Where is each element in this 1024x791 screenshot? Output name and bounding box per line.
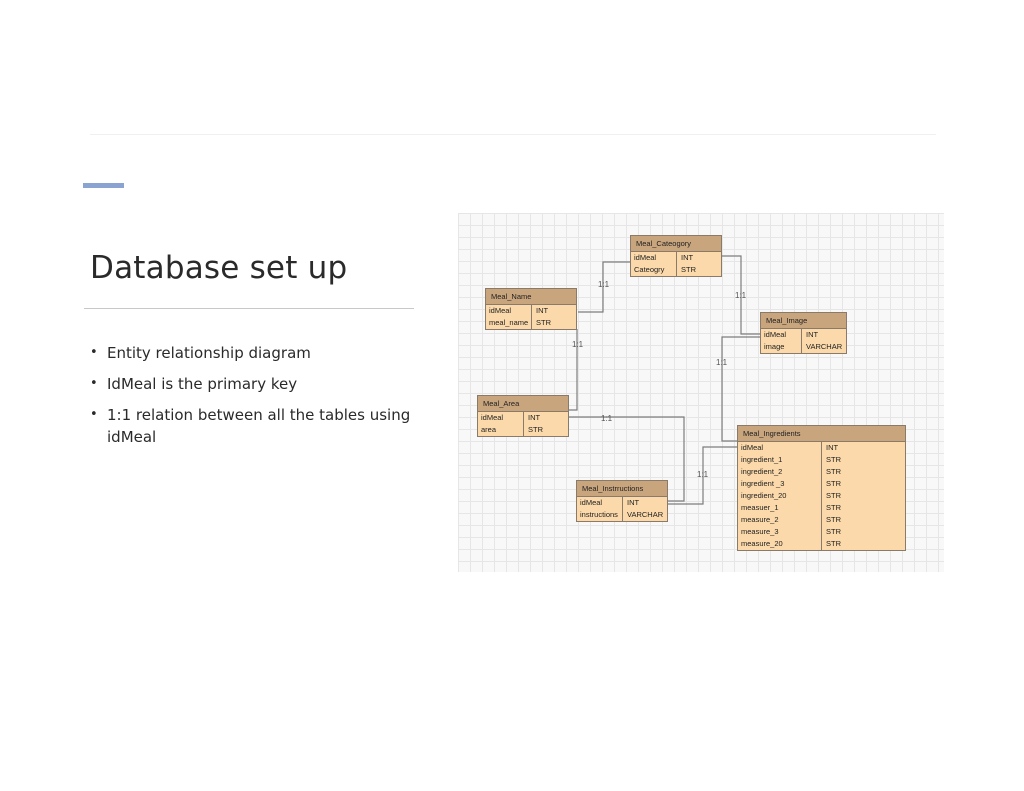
field-type: STR [826,515,841,524]
field-type: INT [528,413,541,422]
field-type: INT [826,443,839,452]
entity-meal-image: Meal_Image idMeal INT image VARCHAR [760,312,847,354]
entity-row: idMeal INT [631,252,721,264]
entity-row: idMeal INT [478,412,568,424]
field-name: Cateogry [631,264,677,276]
entity-meal-name: Meal_Name idMeal INT meal_name STR [485,288,577,330]
field-type: STR [528,425,543,434]
entity-row: ingredient _3 STR [738,478,905,490]
field-type: STR [826,527,841,536]
field-type: STR [681,265,696,274]
field-type: STR [826,539,841,548]
entity-row: area STR [478,424,568,436]
field-type: STR [536,318,551,327]
field-name: ingredient_20 [738,490,822,502]
relation-line-image-ingredients [721,336,761,442]
bullet-dot: • [90,407,98,422]
entity-row: ingredient_20 STR [738,490,905,502]
relation-label: 1:1 [697,470,709,479]
relation-line-instructions-ingredients [668,446,737,505]
entity-row: ingredient_1 STR [738,454,905,466]
relation-label: 1:1 [716,358,728,367]
field-type: STR [826,491,841,500]
field-type: STR [826,503,841,512]
entity-header: Meal_Instrructions [577,481,667,497]
top-divider [90,134,936,135]
field-name: measuer_1 [738,502,822,514]
relation-label: 1:1 [572,340,584,349]
field-name: ingredient_2 [738,466,822,478]
entity-row: ingredient_2 STR [738,466,905,478]
relation-label: 1:1 [601,414,613,423]
entity-row: Cateogry STR [631,264,721,276]
field-name: ingredient _3 [738,478,822,490]
field-type: VARCHAR [806,342,843,351]
field-type: VARCHAR [627,510,664,519]
bullet-item: • Entity relationship diagram [90,342,420,364]
bullet-dot: • [90,345,98,360]
bullet-text: IdMeal is the primary key [107,375,298,393]
field-name: instructions [577,509,623,521]
field-name: ingredient_1 [738,454,822,466]
entity-header: Meal_Ingredients [738,426,905,442]
relation-line-name-area [569,329,578,411]
field-name: measure_2 [738,514,822,526]
entity-row: image VARCHAR [761,341,846,353]
relation-line-category-image [722,255,761,335]
field-name: idMeal [486,305,532,317]
bullet-text: Entity relationship diagram [107,344,311,362]
field-type: STR [826,467,841,476]
entity-header: Meal_Image [761,313,846,329]
field-name: idMeal [738,442,822,454]
entity-row: meal_name STR [486,317,576,329]
entity-row: measure_3 STR [738,526,905,538]
relation-lines [569,255,761,505]
entity-meal-area: Meal_Area idMeal INT area STR [477,395,569,437]
entity-meal-instrructions: Meal_Instrructions idMeal INT instruction… [576,480,668,522]
field-name: idMeal [761,329,802,341]
entity-row: idMeal INT [577,497,667,509]
entity-row: measure_20 STR [738,538,905,550]
entity-row: idMeal INT [738,442,905,454]
entity-header: Meal_Cateogory [631,236,721,252]
field-name: idMeal [577,497,623,509]
bullet-text: 1:1 relation between all the tables usin… [107,406,411,446]
entity-header: Meal_Name [486,289,576,305]
field-name: idMeal [631,252,677,264]
entity-header: Meal_Area [478,396,568,412]
relation-label: 1:1 [735,291,747,300]
field-name: measure_3 [738,526,822,538]
relation-line-area-instructions [569,416,685,502]
field-name: image [761,341,802,353]
field-name: measure_20 [738,538,822,550]
accent-bar [83,183,124,188]
bullet-dot: • [90,376,98,391]
entity-row: idMeal INT [761,329,846,341]
field-type: STR [826,479,841,488]
field-name: area [478,424,524,436]
bullet-item: • 1:1 relation between all the tables usi… [90,404,420,448]
entity-row: instructions VARCHAR [577,509,667,521]
er-diagram: 1:1 1:1 1:1 1:1 1:1 1:1 Meal_Cateogory i… [458,213,944,572]
entity-meal-cateogory: Meal_Cateogory idMeal INT Cateogry STR [630,235,722,277]
title-underline [84,308,414,309]
field-name: meal_name [486,317,532,329]
field-type: INT [627,498,640,507]
field-name: idMeal [478,412,524,424]
relation-line-name-category [578,261,631,313]
entity-row: idMeal INT [486,305,576,317]
field-type: INT [681,253,694,262]
field-type: STR [826,455,841,464]
relation-label: 1:1 [598,280,610,289]
entity-row: measure_2 STR [738,514,905,526]
slide-title: Database set up [90,250,348,286]
bullet-item: • IdMeal is the primary key [90,373,420,395]
field-type: INT [536,306,549,315]
field-type: INT [806,330,819,339]
bullet-list: • Entity relationship diagram • IdMeal is … [90,342,420,457]
entity-row: measuer_1 STR [738,502,905,514]
